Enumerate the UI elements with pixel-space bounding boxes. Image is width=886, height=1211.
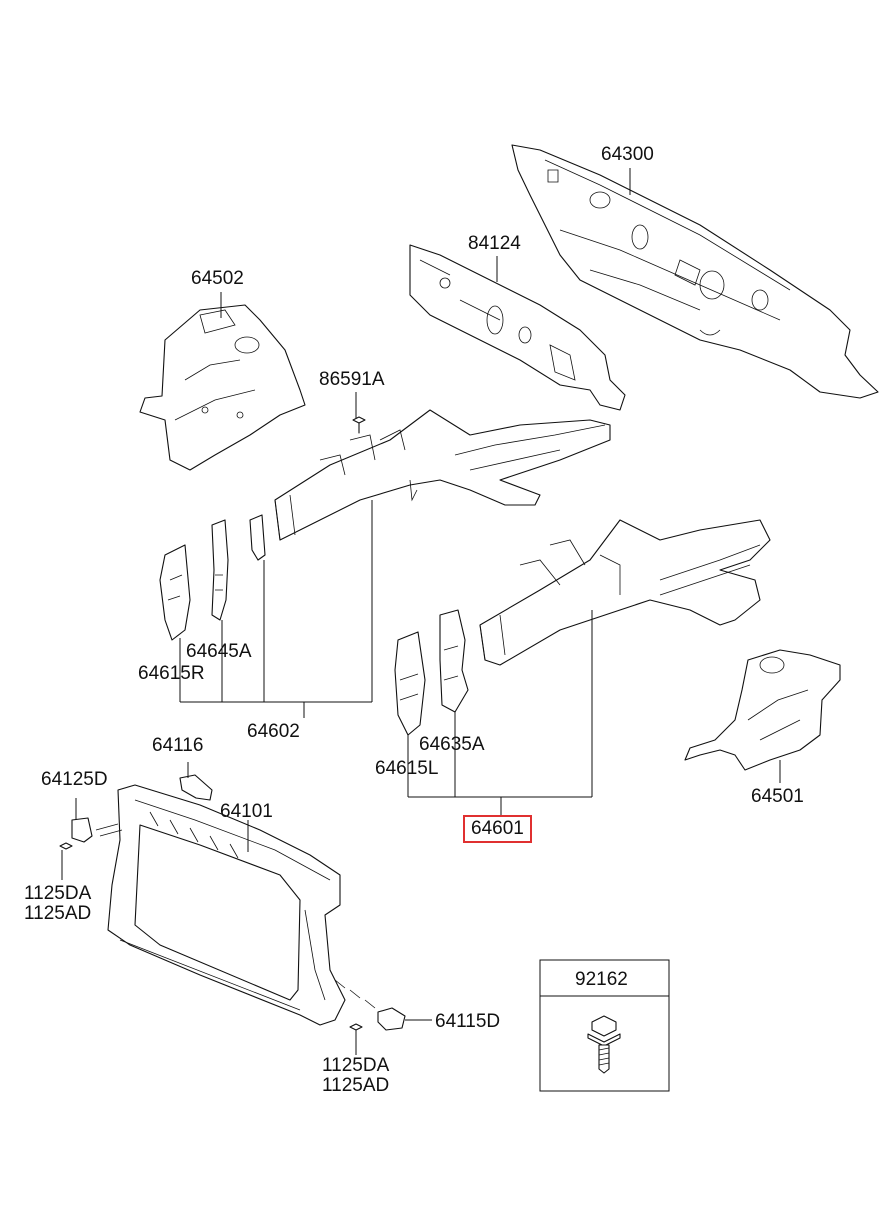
label-64115D: 64115D — [435, 1011, 501, 1032]
dash-panel-64300[interactable] — [511, 144, 879, 399]
fender-apron-64501[interactable] — [684, 649, 841, 771]
label-64502: 64502 — [191, 268, 244, 289]
side-member-rh-64602[interactable] — [274, 409, 611, 541]
label-86591A: 86591A — [319, 369, 385, 390]
label-64501: 64501 — [751, 786, 804, 807]
label-64615R: 64615R — [138, 663, 205, 684]
bracket-64645A[interactable] — [211, 519, 229, 621]
label-64615L: 64615L — [375, 758, 439, 779]
leader-lines — [61, 168, 781, 1055]
bracket-64615L[interactable] — [394, 631, 426, 736]
label-64116: 64116 — [152, 735, 204, 756]
bracket-64115D[interactable] — [334, 979, 406, 1031]
label-1125AD-right: 1125AD — [322, 1075, 390, 1096]
bracket-64125D[interactable] — [71, 817, 123, 843]
label-1125DA-left: 1125DA — [24, 883, 92, 904]
bracket-64615R[interactable] — [159, 544, 191, 641]
label-64125D: 64125D — [41, 769, 108, 790]
bracket-64116[interactable] — [179, 774, 213, 801]
label-1125AD-left: 1125AD — [24, 903, 92, 924]
label-1125DA-right: 1125DA — [322, 1055, 390, 1076]
side-member-lh-64601[interactable] — [479, 519, 771, 666]
label-64101: 64101 — [220, 801, 273, 822]
label-64300: 64300 — [601, 144, 654, 165]
label-64601-highlighted[interactable]: 64601 — [463, 815, 532, 843]
label-84124: 84124 — [468, 233, 521, 254]
bracket-64635A[interactable] — [439, 609, 469, 713]
bolt-1125DA-right[interactable] — [349, 1023, 363, 1031]
label-64602: 64602 — [247, 721, 300, 742]
label-64645A: 64645A — [186, 641, 252, 662]
bracket-64615R-upper[interactable] — [249, 514, 266, 561]
bolt-detail-box-92162[interactable] — [539, 959, 670, 1092]
fender-apron-64502[interactable] — [139, 304, 306, 471]
label-64635A: 64635A — [419, 734, 485, 755]
front-end-carrier-64101[interactable] — [107, 784, 346, 1026]
label-92162: 92162 — [575, 969, 628, 990]
bolt-86591A[interactable] — [352, 416, 366, 434]
cowl-panel-84124[interactable] — [409, 244, 626, 411]
bolt-1125DA-left[interactable] — [59, 842, 73, 850]
